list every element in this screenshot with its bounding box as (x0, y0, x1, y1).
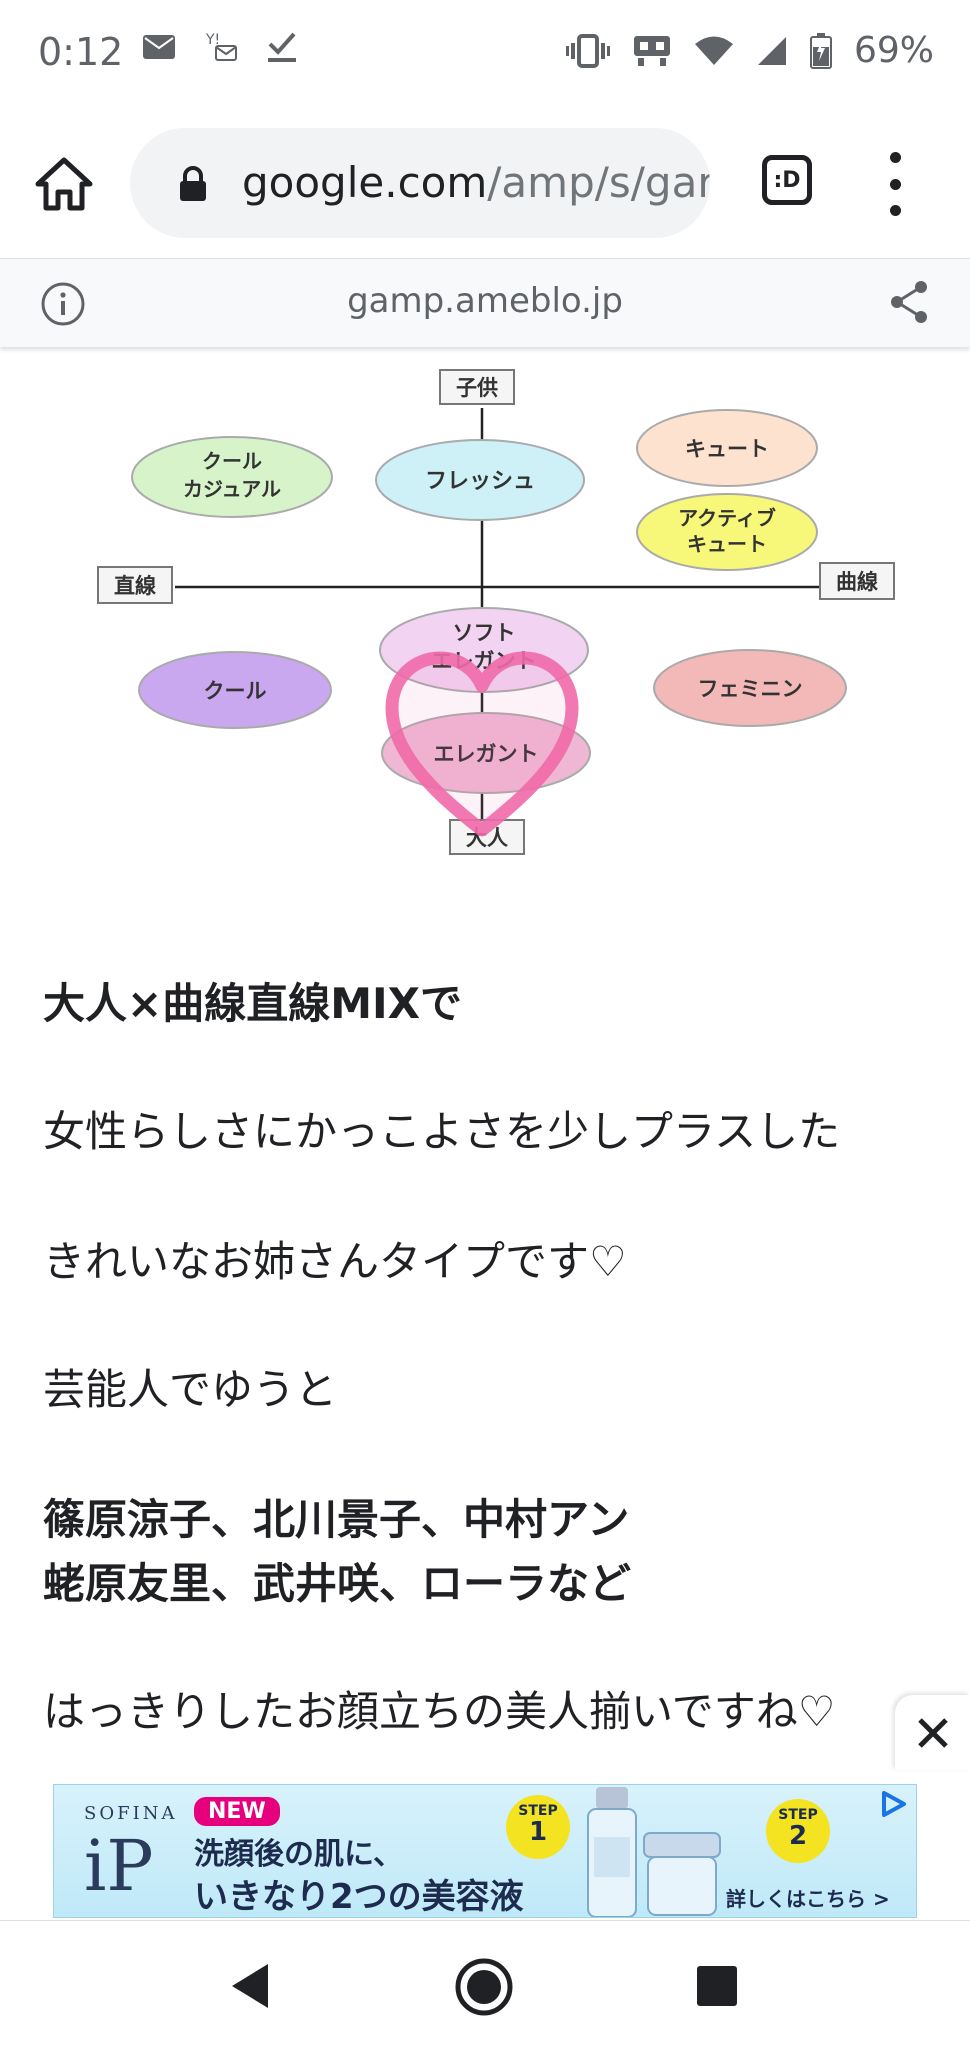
style-active-cute: アクティブ キュート (636, 493, 818, 571)
amp-viewer-header: gamp.ameblo.jp (0, 258, 970, 347)
tab-switcher-label: :D (773, 167, 801, 193)
ad-headline-2: いきなり2つの美容液 (194, 1877, 524, 1917)
style-map-diagram: 子供 直線 曲線 クール カジュアル フレッシュ キュート アクティブ キュート… (97, 369, 895, 855)
svg-text:直線: 直線 (114, 574, 156, 598)
network-icon (633, 35, 670, 66)
svg-text:キュート: キュート (685, 437, 769, 461)
svg-text:Y!: Y! (205, 32, 220, 48)
celebrity-list-line-2: 蛯原友里、武井咲、ローラなど (43, 1559, 632, 1608)
celebrity-list-line-1: 篠原涼子、北川景子、中村アン (43, 1495, 630, 1544)
ad-brand: SOFINA (84, 1803, 178, 1824)
mail-au-icon (143, 35, 175, 59)
lock-icon (180, 166, 206, 201)
svg-text:フレッシュ: フレッシュ (425, 469, 535, 494)
yahoo-mail-icon: Y! (205, 32, 237, 61)
style-cool-casual: クール カジュアル (131, 436, 333, 518)
svg-text:ソフト: ソフト (453, 621, 516, 645)
cream-jar-image (643, 1832, 721, 1916)
svg-text:子供: 子供 (456, 376, 498, 400)
ad-details-link[interactable]: 詳しくはこちら > (726, 1887, 890, 1911)
style-fresh: フレッシュ (375, 439, 585, 521)
svg-text:フェミニン: フェミニン (698, 677, 803, 701)
home-icon (35, 157, 93, 211)
vibrate-icon (565, 33, 610, 68)
recents-icon[interactable] (696, 1965, 738, 2007)
url-path: /amp/s/gar (487, 158, 710, 207)
check-download-icon (268, 32, 296, 62)
svg-text:クール: クール (202, 449, 262, 473)
url-field[interactable]: google.com/amp/s/gar (130, 128, 710, 238)
paragraph-2: 女性らしさにかっこよさを少しプラスした (43, 1107, 841, 1156)
notification-icons: Y! (142, 30, 298, 64)
home-button[interactable] (32, 152, 96, 216)
info-icon[interactable] (40, 281, 86, 327)
system-nav-bar (0, 1920, 970, 2049)
svg-text:アクティブ: アクティブ (678, 506, 776, 530)
ad-logo: iP (84, 1825, 154, 1907)
status-time: 0:12 (38, 30, 124, 74)
heart-highlight-icon (385, 651, 579, 837)
svg-text:クール: クール (204, 679, 267, 703)
browser-toolbar: google.com/amp/s/gar :D (0, 110, 970, 255)
url-text: google.com/amp/s/gar (242, 158, 710, 207)
ad-close-button[interactable] (895, 1695, 970, 1770)
svg-text:キュート: キュート (687, 532, 767, 556)
paragraph-1: 大人×曲線直線MIXで (43, 979, 462, 1028)
overflow-menu-button[interactable] (880, 152, 910, 216)
svg-text:エレガント: エレガント (434, 742, 539, 766)
paragraph-6: はっきりしたお顔立ちの美人揃いですね♡ (43, 1687, 836, 1736)
serum-bottle-image (587, 1787, 637, 1917)
amp-domain: gamp.ameblo.jp (347, 281, 623, 321)
ad-headline-1: 洗顔後の肌に、 (194, 1837, 404, 1872)
wifi-icon (694, 36, 733, 65)
tab-switcher-button[interactable]: :D (762, 155, 812, 205)
url-host: google.com (242, 158, 488, 207)
paragraph-3: きれいなお姉さんタイプです♡ (43, 1237, 627, 1286)
style-cool: クール (138, 651, 332, 729)
paragraph-4: 芸能人でゆうと (43, 1365, 338, 1414)
axis-top-label: 子供 (439, 369, 515, 405)
share-icon[interactable] (888, 279, 930, 325)
close-icon (917, 1717, 948, 1748)
battery-percent: 69% (853, 30, 934, 71)
system-icons: 69% (565, 30, 934, 71)
style-feminine: フェミニン (653, 649, 847, 727)
style-cute: キュート (636, 409, 818, 487)
axis-left-label: 直線 (97, 566, 173, 604)
home-nav-icon[interactable] (454, 1957, 514, 2017)
ad-choices-icon[interactable] (876, 1789, 910, 1819)
axis-right-label: 曲線 (819, 562, 895, 600)
ad-new-badge: NEW (194, 1797, 280, 1826)
status-bar: 0:12 Y! 69% (0, 0, 970, 110)
svg-text:曲線: 曲線 (836, 570, 878, 594)
back-icon[interactable] (228, 1961, 272, 2011)
signal-icon (757, 36, 786, 65)
battery-icon (809, 32, 832, 69)
svg-text:カジュアル: カジュアル (183, 477, 281, 501)
